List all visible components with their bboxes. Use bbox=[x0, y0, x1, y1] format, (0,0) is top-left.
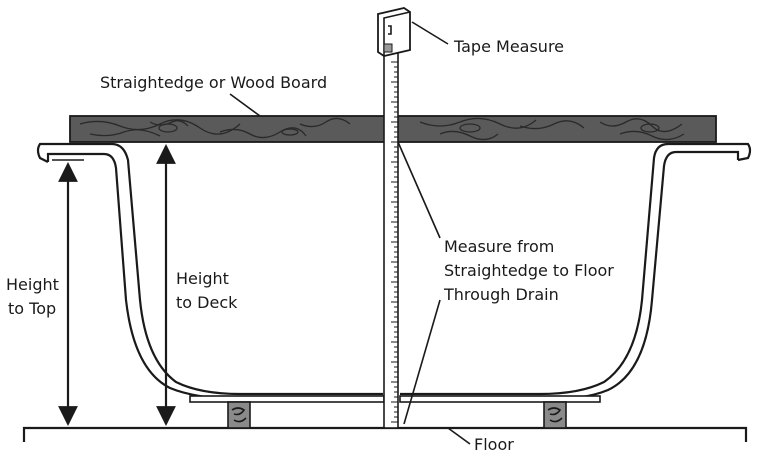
height-to-top-label-line1: Height bbox=[6, 275, 59, 294]
floor-leader bbox=[447, 427, 471, 445]
tub-bottom-flange-left bbox=[189, 395, 385, 403]
measure-label-line3: Through Drain bbox=[443, 285, 559, 304]
tape-case-window bbox=[383, 43, 393, 53]
tape-case-clip bbox=[388, 25, 392, 35]
floor-label: Floor bbox=[474, 435, 514, 454]
tape-ticks bbox=[391, 61, 398, 423]
support-block-right-grain bbox=[547, 407, 563, 423]
straightedge-label: Straightedge or Wood Board bbox=[100, 73, 327, 92]
measure-label-line2: Straightedge to Floor bbox=[444, 261, 614, 280]
straightedge-leader bbox=[229, 93, 261, 117]
floor-line bbox=[22, 426, 748, 442]
board-grain bbox=[79, 117, 685, 141]
leader-lines bbox=[229, 21, 471, 445]
tape-measure-label: Tape Measure bbox=[453, 37, 564, 56]
support-block-left-grain bbox=[231, 407, 247, 423]
tub-left-outer bbox=[36, 142, 383, 396]
tape-case-edge bbox=[383, 11, 411, 56]
tape-measure-leader bbox=[411, 21, 449, 45]
height-to-top-dimension bbox=[52, 159, 84, 426]
height-to-deck-label-line1: Height bbox=[176, 269, 229, 288]
floor bbox=[22, 426, 748, 442]
tub-bottom-flange-right bbox=[399, 395, 601, 403]
measure-label-line1: Measure from bbox=[444, 237, 554, 256]
support-blocks bbox=[227, 401, 567, 429]
bathtub-shell bbox=[36, 142, 752, 403]
measure-bottom-leader bbox=[403, 299, 441, 425]
height-to-top-label-line2: to Top bbox=[8, 299, 56, 318]
measure-top-leader bbox=[397, 141, 441, 239]
tub-right-outer bbox=[400, 142, 752, 396]
height-to-deck-label-line2: to Deck bbox=[176, 293, 238, 312]
tape-measure bbox=[377, 7, 411, 429]
